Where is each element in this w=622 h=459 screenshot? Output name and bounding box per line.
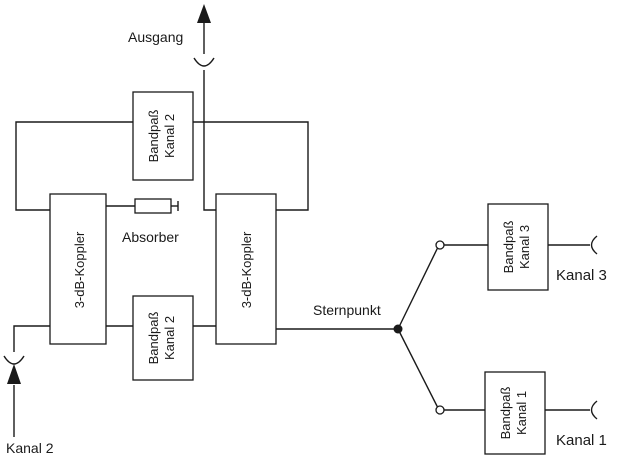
kanal-3-label: Kanal 3: [556, 267, 607, 284]
bandpass-kanal-1: Bandpaß Kanal 1: [484, 371, 546, 455]
bandpass-k1-line2: Kanal 1: [514, 391, 529, 435]
wire-left-coupler-to-top-bandpass: [15, 121, 133, 211]
star-point-node: [393, 324, 403, 334]
output-arrow-icon: [197, 4, 211, 23]
wiring: [3, 4, 598, 437]
wire-input-kanal-2: [13, 325, 50, 352]
branch-upper: [397, 244, 440, 330]
bandpass-k1-line1: Bandpaß: [498, 387, 513, 440]
terminal-upper: [435, 240, 445, 250]
coupler-right-label: 3-dB-Koppler: [239, 231, 254, 308]
bandpass-kanal-2-top: Bandpaß Kanal 2: [132, 91, 194, 181]
bandpass-top-line2: Kanal 2: [162, 114, 177, 158]
wire-top-bandpass-to-right-coupler: [193, 121, 309, 211]
bandpass-kanal-2-bottom: Bandpaß Kanal 2: [132, 295, 194, 381]
bandpass-kanal-3: Bandpaß Kanal 3: [487, 203, 549, 291]
bandpass-bottom-line1: Bandpaß: [146, 312, 161, 365]
terminal-lower: [435, 405, 445, 415]
ausgang-label: Ausgang: [128, 29, 183, 45]
absorber-label: Absorber: [122, 229, 179, 245]
absorber-resistor: [134, 198, 172, 214]
input-connector: [3, 355, 25, 365]
coupler-left-label: 3-dB-Koppler: [72, 231, 87, 308]
kanal-1-connector: [590, 400, 598, 420]
coupler-left: 3-dB-Koppler: [49, 193, 107, 345]
branch-lower: [397, 328, 440, 411]
kanal-3-connector: [590, 235, 598, 255]
input-arrow-icon: [7, 364, 21, 384]
bandpass-bottom-line2: Kanal 2: [162, 316, 177, 360]
kanal-2-input-label: Kanal 2: [6, 440, 54, 456]
wire-output-feed: [203, 70, 216, 211]
bandpass-top-line1: Bandpaß: [146, 110, 161, 163]
kanal-1-label: Kanal 1: [556, 432, 607, 449]
bandpass-k3-line1: Bandpaß: [501, 221, 516, 274]
output-connector: [193, 57, 215, 67]
coupler-right: 3-dB-Koppler: [215, 193, 277, 345]
sternpunkt-label: Sternpunkt: [313, 302, 381, 318]
bandpass-k3-line2: Kanal 3: [517, 225, 532, 269]
